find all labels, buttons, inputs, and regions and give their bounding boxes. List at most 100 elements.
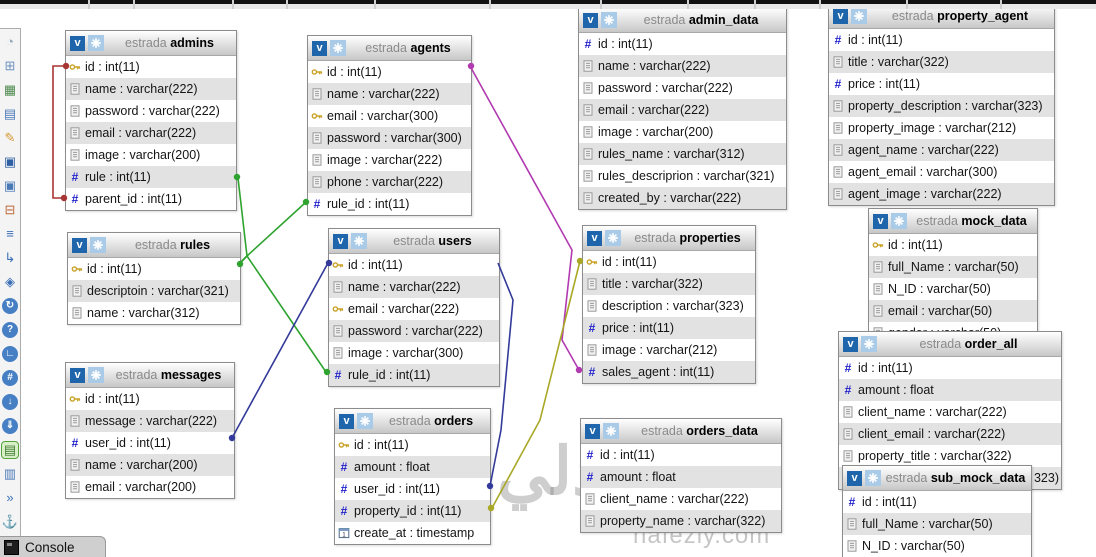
save-as-icon[interactable]: ▣: [3, 178, 17, 193]
table-header-rules[interactable]: v estrada rules: [68, 233, 240, 258]
table-options-icon[interactable]: [851, 8, 867, 24]
toggle-structure-button[interactable]: v: [333, 233, 348, 249]
toggle-structure-button[interactable]: v: [585, 423, 600, 439]
gear-glyph: [91, 38, 101, 48]
toggle-structure-button[interactable]: v: [847, 470, 862, 486]
table-options-icon[interactable]: [88, 35, 104, 51]
table-options-icon[interactable]: [357, 413, 373, 429]
table-title: estrada rules: [109, 238, 236, 252]
field-label: amount : float: [858, 383, 934, 397]
angular-links-icon[interactable]: ∟: [2, 346, 18, 362]
table-options-icon[interactable]: [330, 40, 346, 56]
snap-to-grid-icon[interactable]: #: [2, 370, 18, 386]
diamond-icon[interactable]: ◈: [5, 274, 15, 289]
field-label: phone : varchar(222): [327, 175, 444, 189]
table-title: estrada orders: [376, 414, 486, 428]
field-label: property_id : int(11): [354, 504, 462, 518]
varchar-icon: [312, 176, 322, 188]
field-label: image : varchar(300): [348, 346, 464, 360]
toggle-structure-button[interactable]: v: [72, 237, 87, 253]
list-icon[interactable]: ≡: [6, 226, 14, 241]
varchar-icon: [70, 459, 80, 471]
table-options-icon[interactable]: [865, 470, 881, 486]
table-options-icon[interactable]: [351, 233, 367, 249]
toggle-structure-button[interactable]: v: [587, 230, 602, 246]
relation-icon[interactable]: ↳: [4, 250, 16, 265]
field-row-sales_agent: #sales_agent : int(11): [583, 361, 755, 383]
toggle-structure-button[interactable]: v: [833, 8, 848, 24]
angle-double-icon[interactable]: »: [6, 490, 14, 505]
table-options-icon[interactable]: [861, 336, 877, 352]
field-row-property_name: property_name : varchar(322): [581, 510, 781, 532]
varchar-icon: [873, 283, 883, 295]
table-title: estrada sub_mock_data: [884, 471, 1027, 485]
toggle-structure-button[interactable]: v: [339, 413, 354, 429]
toggle-small-big-icon[interactable]: ⇓: [2, 418, 18, 434]
pin-anchor-icon[interactable]: ⚓: [1, 514, 19, 529]
field-row-image: image : varchar(200): [579, 121, 786, 143]
int-icon: #: [834, 77, 842, 91]
table-header-sub_mock_data[interactable]: v estrada sub_mock_data: [843, 466, 1031, 491]
table-options-icon[interactable]: [601, 12, 617, 28]
toggle-structure-button[interactable]: v: [873, 213, 888, 229]
table-options-icon[interactable]: [603, 423, 619, 439]
field-row-amount: #amount : float: [335, 456, 490, 478]
help-icon[interactable]: ?: [2, 322, 18, 338]
field-label: password : varchar(300): [327, 131, 462, 145]
field-row-email: email : varchar(50): [869, 300, 1037, 322]
table-header-orders[interactable]: v estrada orders: [335, 409, 490, 434]
add-page-icon[interactable]: ▤: [3, 106, 17, 121]
field-row-title: title : varchar(322): [829, 51, 1054, 73]
export-page-icon[interactable]: ▥: [3, 466, 17, 481]
console-button[interactable]: Console: [0, 536, 106, 557]
table-options-icon[interactable]: [88, 367, 104, 383]
toggle-structure-button[interactable]: v: [70, 367, 85, 383]
delete-page-icon[interactable]: ⊟: [4, 202, 16, 217]
move-menu-icon[interactable]: ▤: [1, 441, 19, 459]
new-table-icon[interactable]: ▦: [3, 82, 17, 97]
toggle-structure-button[interactable]: v: [312, 40, 327, 56]
reload-icon[interactable]: ↻: [2, 298, 18, 314]
primary-key-icon: [338, 442, 350, 448]
fullscreen-icon[interactable]: ⊞: [4, 58, 16, 73]
toggle-structure-button[interactable]: v: [843, 336, 858, 352]
field-label: image : varchar(200): [598, 125, 714, 139]
toggle-structure-button[interactable]: v: [583, 12, 598, 28]
small-big-all-icon[interactable]: ↓: [2, 394, 18, 410]
table-options-icon[interactable]: [605, 230, 621, 246]
field-label: name : varchar(222): [348, 280, 461, 294]
table-options-icon[interactable]: [891, 213, 907, 229]
tab-separator: [819, 0, 821, 9]
clock-icon[interactable]: ◔: [6, 34, 14, 49]
tab-separator: [906, 0, 908, 9]
field-row-name: name : varchar(200): [66, 454, 234, 476]
toggle-structure-button[interactable]: v: [70, 35, 85, 51]
table-options-icon[interactable]: [90, 237, 106, 253]
field-row-image: image : varchar(222): [308, 149, 471, 171]
edit-icon[interactable]: ✎: [4, 130, 16, 145]
save-icon[interactable]: ▣: [3, 154, 17, 169]
field-label: 323): [1033, 471, 1059, 485]
